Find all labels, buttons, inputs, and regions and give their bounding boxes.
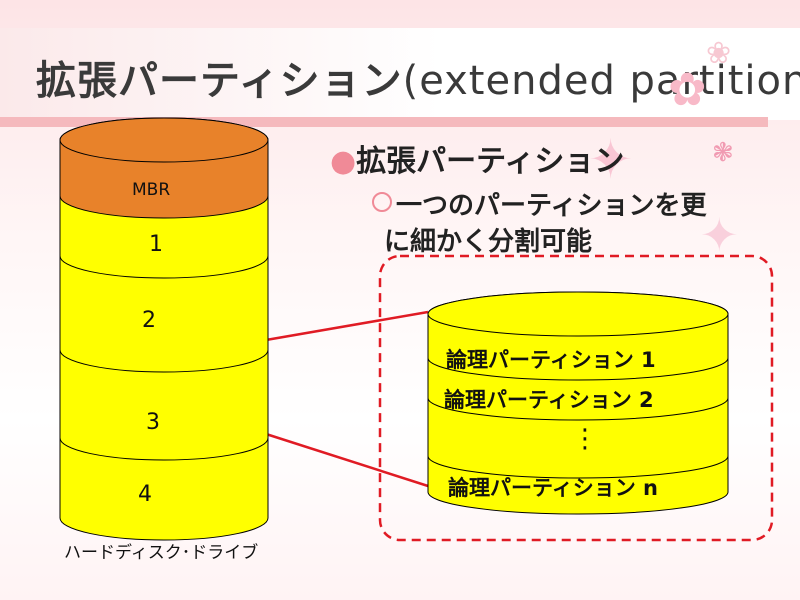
bullet-level2-line2: に細かく分割可能	[384, 227, 593, 257]
logical-partition-label-n: 論理パーティション n	[448, 476, 659, 500]
title-main: 拡張パーティション	[36, 58, 403, 104]
bullet-level2-line1: 一つのパーティションを更	[396, 191, 707, 221]
bullet-level1-text: 拡張パーティション	[356, 144, 625, 179]
segment-label-1: 1	[149, 232, 163, 257]
logical-partition-label-1: 論理パーティション 1	[446, 348, 656, 372]
title-underline	[0, 117, 768, 127]
bullet-level2: 一つのパーティションを更に細かく分割可能	[372, 188, 752, 260]
extended-cylinder-top	[427, 291, 729, 337]
cylinder-top	[59, 117, 269, 163]
hard-disk-cylinder	[59, 117, 269, 541]
connector-top	[265, 310, 429, 342]
connector-bottom	[265, 432, 429, 488]
flower-icon: ❀	[706, 36, 732, 71]
bullet-circle-icon	[372, 192, 392, 212]
extended-partition-box	[378, 254, 774, 542]
segment-label-4: 4	[138, 482, 152, 507]
flower-icon: ✿	[668, 62, 707, 116]
logical-partition-ellipsis: ⋮	[572, 424, 598, 454]
bullet-level1: ●拡張パーティション	[330, 136, 624, 180]
logical-partition-label-2: 論理パーティション 2	[444, 388, 654, 412]
sparkle-icon: ✦	[588, 128, 634, 191]
hard-disk-caption: ハードディスク･ドライブ	[64, 543, 259, 563]
sparkle-icon: ✦	[700, 208, 739, 262]
segment-label-mbr: MBR	[132, 180, 171, 200]
segment-label-2: 2	[142, 308, 156, 333]
title-sub: (extended partition)	[402, 58, 800, 104]
extended-cylinder	[427, 291, 729, 515]
slide-title: 拡張パーティション(extended partition)	[36, 48, 800, 106]
flower-icon: ❃	[712, 138, 734, 168]
segment-label-3: 3	[146, 410, 160, 435]
title-band	[0, 28, 800, 120]
bullet-dot-icon: ●	[330, 144, 357, 179]
